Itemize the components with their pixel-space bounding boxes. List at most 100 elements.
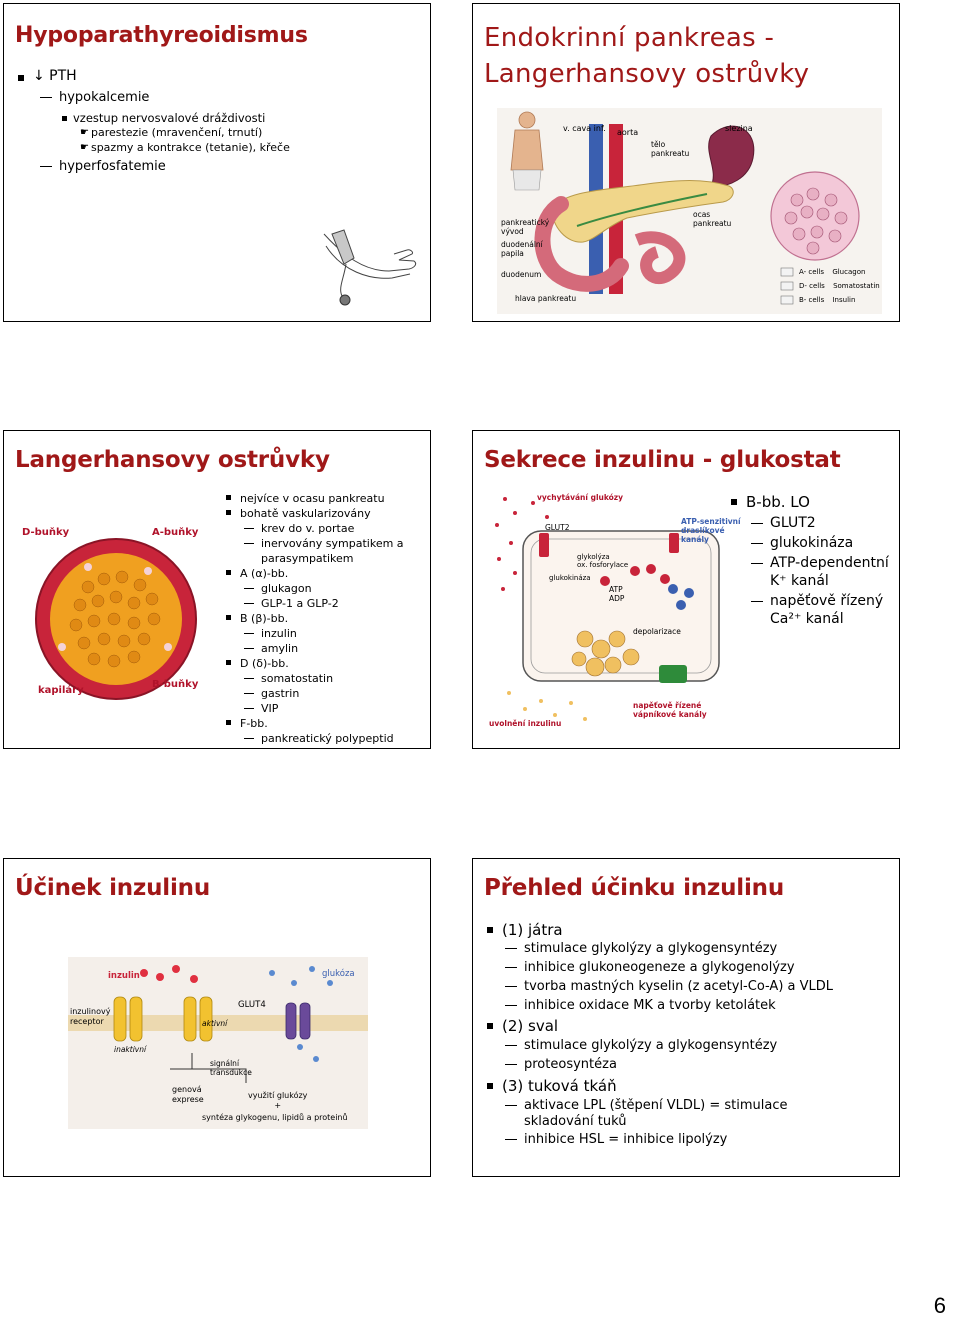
list-item: GLP-1 a GLP-2 xyxy=(244,596,404,611)
slide-ucinek-inzulinu: Účinek inzulinu inzulin glukóza inzulino… xyxy=(3,858,431,1177)
islet-list: nejvíce v ocasu pankreatu bohatě vaskula… xyxy=(226,491,404,746)
hand-pointer-icon: ☛ xyxy=(80,127,89,138)
d-signalni: signální transdukce xyxy=(210,1059,252,1077)
list-item: amylin xyxy=(244,641,404,656)
d-glut4: GLUT4 xyxy=(238,1000,266,1010)
slide-endokrinni-pankreas: Endokrinní pankreas - Langerhansovy ostr… xyxy=(472,3,900,322)
label-aorta: aorta xyxy=(617,128,639,137)
d-glykolyza: glykolýza ox. fosforylace xyxy=(577,553,629,569)
d-atp-senzitivni: ATP-senzitivní draslíkové kanály xyxy=(681,517,741,544)
bullet-jatra-1: stimulace glykolýzy a glykogensyntézy xyxy=(505,941,777,956)
label-kapilary: kapiláry xyxy=(38,685,84,696)
d-vyuziti: využití glukózy + xyxy=(248,1091,308,1110)
square-bullet-icon xyxy=(62,115,67,121)
label-duodenum: duodenum xyxy=(501,270,542,279)
bullet-sval: (2) sval xyxy=(487,1017,558,1035)
d-napetove: napěťově řízené vápníkové kanály xyxy=(633,701,707,719)
d-vychytavani: vychytávání glukózy xyxy=(537,493,624,502)
bullet-napetove: napěťově řízený xyxy=(751,593,883,609)
blood-pressure-cuff-arm-illustration xyxy=(323,229,417,306)
bullet-jatra-3: tvorba mastných kyselin (z acetyl-Co-A) … xyxy=(505,979,833,994)
d-inzulin: inzulin xyxy=(108,971,140,981)
bullet-jatra: (1) játra xyxy=(487,921,563,939)
label-d-bunky: D-buňky xyxy=(22,527,70,538)
bullet-atp: ATP-dependentní xyxy=(751,555,889,571)
bullet-b-bb: B-bb. LO xyxy=(731,493,810,511)
d-receptor: inzulinový receptor xyxy=(70,1007,111,1026)
bullet-pth: ↓ PTH xyxy=(18,68,77,84)
bullet-dradivost: vzestup nervosvalové dráždivosti xyxy=(62,111,265,125)
slide-langerhansovy-ostruvky: Langerhansovy ostrůvky D-buňky A-buňky k… xyxy=(3,430,431,749)
insulin-effect-diagram xyxy=(68,957,368,1129)
slide-prehled-ucinku: Přehled účinku inzulinu (1) játra stimul… xyxy=(472,858,900,1177)
bullet-sval-1: stimulace glykolýzy a glykogensyntézy xyxy=(505,1038,777,1053)
bullet-sval-2: proteosyntéza xyxy=(505,1057,617,1072)
bullet-tukova-tkan: (3) tuková tkáň xyxy=(487,1077,617,1095)
bullet-tuk-2: inhibice HSL = inhibice lipolýzy xyxy=(505,1132,727,1147)
list-item: parasympatikem xyxy=(261,552,354,565)
list-item: D (δ)-bb. xyxy=(226,656,404,671)
bullet-jatra-4: inhibice oxidace MK a tvorby ketolátek xyxy=(505,998,776,1013)
d-glut2: GLUT2 xyxy=(545,523,570,532)
d-aktivni: aktivní xyxy=(202,1019,228,1028)
slide-title: Hypoparathyreoidismus xyxy=(15,23,308,48)
list-item: B (β)-bb. xyxy=(226,611,404,626)
bullet-spazmy: ☛ spazmy a kontrakce (tetanie), křeče xyxy=(80,141,290,154)
label-telo: tělo pankreatu xyxy=(651,140,690,158)
label-a-bunky: A-buňky xyxy=(152,527,199,538)
list-item: nejvíce v ocasu pankreatu xyxy=(226,491,404,506)
legend-b-cells: B- cells Insulin xyxy=(799,296,856,304)
label-ocas: ocas pankreatu xyxy=(693,210,732,228)
dash-bullet-icon xyxy=(40,166,52,167)
list-item: bohatě vaskularizovány xyxy=(226,506,404,521)
hand-pointer-icon: ☛ xyxy=(80,142,89,153)
label-vyvod: pankreatický vývod xyxy=(501,218,550,236)
slide-sekrece-inzulinu: Sekrece inzulinu - glukostat vychytávání… xyxy=(472,430,900,749)
legend-d-cells: D- cells Somatostatin xyxy=(799,282,880,290)
pancreas-anatomy-illustration xyxy=(497,108,882,314)
d-glukokinaza: glukokináza xyxy=(549,574,591,582)
bullet-atp-cont: K⁺ kanál xyxy=(770,573,829,589)
legend-a-cells: A- cells Glucagon xyxy=(799,268,866,276)
beta-cell-secretion-diagram xyxy=(485,489,735,739)
list-item: somatostatin xyxy=(244,671,404,686)
slide-title: Účinek inzulinu xyxy=(15,875,211,901)
d-depolarizace: depolarizace xyxy=(633,627,681,636)
islet-cells-illustration xyxy=(35,538,197,700)
d-glukoza: glukóza xyxy=(322,969,355,979)
bullet-hyperfosfatemie: hyperfosfatemie xyxy=(40,159,166,174)
slide-title: Endokrinní pankreas - Langerhansovy ostr… xyxy=(484,23,810,89)
slide-title: Langerhansovy ostrůvky xyxy=(15,447,330,473)
bullet-glut2: GLUT2 xyxy=(751,515,816,531)
d-inaktivni: inaktivní xyxy=(114,1045,147,1054)
d-uvolneni: uvolnění inzulinu xyxy=(489,719,562,728)
bullet-tuk-1: aktivace LPL (štěpení VLDL) = stimulace xyxy=(505,1098,788,1113)
list-item: A (α)-bb. xyxy=(226,566,404,581)
d-genova: genová exprese xyxy=(172,1085,204,1104)
slide-title: Přehled účinku inzulinu xyxy=(484,875,785,901)
list-item: inervovány sympatikem a xyxy=(244,536,404,551)
label-hlava: hlava pankreatu xyxy=(515,294,577,303)
dash-bullet-icon xyxy=(40,97,52,98)
bullet-jatra-2: inhibice glukoneogeneze a glykogenolýzy xyxy=(505,960,795,975)
bullet-napetove-cont: Ca²⁺ kanál xyxy=(770,611,844,627)
label-v-cava: v. cava inf. xyxy=(563,124,606,133)
d-atp-adp: ATP ADP xyxy=(609,585,625,603)
bullet-parestezie: ☛ parestezie (mravenčení, trnutí) xyxy=(80,126,263,139)
list-item: glukagon xyxy=(244,581,404,596)
list-item: gastrin xyxy=(244,686,404,701)
list-item: pankreatický polypeptid xyxy=(244,731,404,746)
label-slezina: slezina xyxy=(725,124,753,133)
list-item: inzulin xyxy=(244,626,404,641)
bullet-tuk-1-cont: skladování tuků xyxy=(524,1114,627,1129)
list-item: krev do v. portae xyxy=(244,521,404,536)
d-synteza: syntéza glykogenu, lipidů a proteinů xyxy=(202,1113,348,1122)
page-number: 6 xyxy=(933,1293,946,1318)
square-bullet-icon xyxy=(18,75,24,81)
label-b-bunky: B-buňky xyxy=(152,679,199,690)
slide-title: Sekrece inzulinu - glukostat xyxy=(484,447,841,473)
slide-hypoparathyreoidismus: Hypoparathyreoidismus ↓ PTH hypokalcemie… xyxy=(3,3,431,322)
bullet-hypokalcemie: hypokalcemie xyxy=(40,90,149,105)
list-item: VIP xyxy=(244,701,404,716)
label-papila: duodenální papila xyxy=(501,240,543,258)
